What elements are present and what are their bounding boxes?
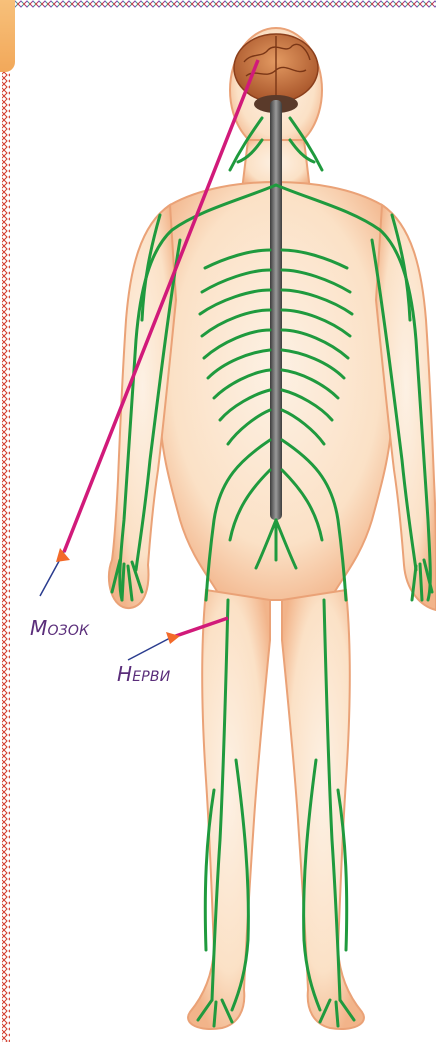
nerves-label: Нерви xyxy=(117,662,170,686)
spinal-cord xyxy=(270,100,282,520)
nerves-leader-line xyxy=(128,638,170,660)
brain-label: Мозок xyxy=(30,616,89,640)
